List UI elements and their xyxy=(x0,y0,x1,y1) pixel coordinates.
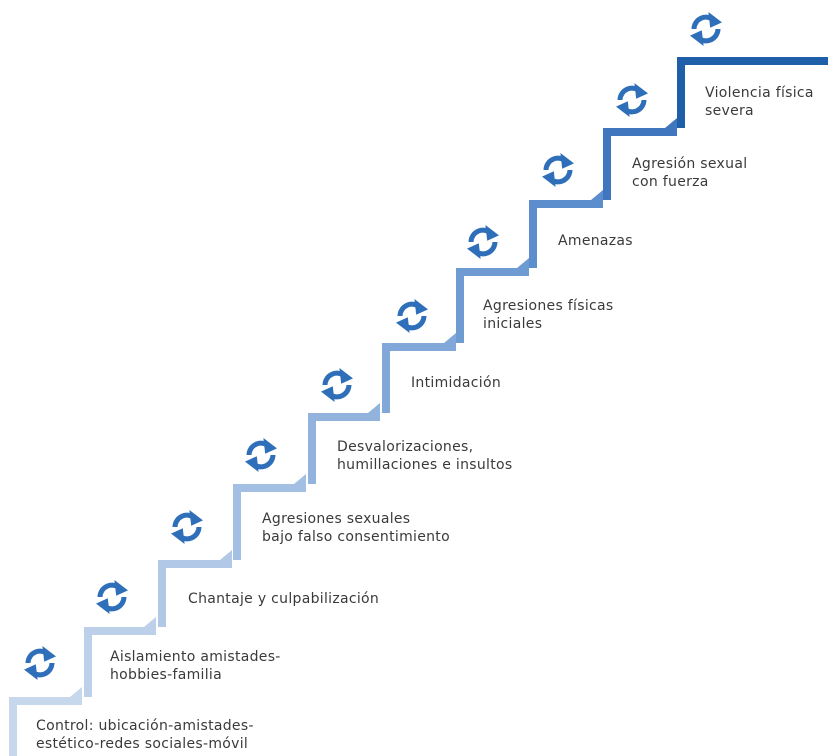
stair-step-7 xyxy=(456,258,529,343)
stair-step-8 xyxy=(529,190,603,268)
step-label-10: Violencia física severa xyxy=(705,85,814,119)
stair-riser xyxy=(84,627,92,697)
step-label-5: Desvalorizaciones, humillaciones e insul… xyxy=(337,439,513,473)
cycle-arrows-icon xyxy=(542,153,574,187)
stair-notch xyxy=(517,258,529,268)
step-label-9: Agresión sexual con fuerza xyxy=(632,156,748,190)
cycle-arrows-icon xyxy=(467,225,499,259)
stair-tread xyxy=(456,268,529,276)
cycle-arrows-icon xyxy=(24,646,56,680)
cycle-arrows-icon xyxy=(616,83,648,117)
stair-notch xyxy=(444,333,456,343)
stair-riser xyxy=(9,697,17,756)
stair-step-4 xyxy=(233,474,306,560)
stair-tread xyxy=(233,484,306,492)
cycle-arrows-icon xyxy=(690,12,722,46)
cycle-arrows-icon xyxy=(96,580,128,614)
stair-tread xyxy=(382,343,456,351)
step-label-8: Amenazas xyxy=(558,233,633,249)
stair-notch xyxy=(591,190,603,200)
stair-tread xyxy=(603,128,677,136)
stair-riser xyxy=(456,268,464,343)
stair-tread xyxy=(84,627,156,635)
stair-tread xyxy=(529,200,603,208)
stair-step-9 xyxy=(603,118,677,200)
step-label-1: Control: ubicación-amistades- estético-r… xyxy=(36,718,254,752)
stair-riser xyxy=(233,484,241,560)
stair-riser xyxy=(158,560,166,627)
stair-riser xyxy=(603,128,611,200)
stair-step-5 xyxy=(308,403,380,484)
step-label-6: Intimidación xyxy=(411,375,501,391)
stair-notch xyxy=(665,118,677,128)
stair-tread xyxy=(9,697,82,705)
stair-notch xyxy=(294,474,306,484)
stair-notch xyxy=(368,403,380,413)
stair-tread xyxy=(677,57,828,65)
stair-notch xyxy=(220,550,232,560)
cycle-arrows-icon xyxy=(396,299,428,333)
stair-notch xyxy=(70,687,82,697)
stair-riser xyxy=(308,413,316,484)
stair-step-1 xyxy=(9,687,82,756)
step-label-2: Aislamiento amistades- hobbies-familia xyxy=(110,649,281,683)
stair-step-2 xyxy=(84,617,156,697)
stair-step-10 xyxy=(677,57,828,128)
stair-step-3 xyxy=(158,550,232,627)
cycle-arrows-icon xyxy=(171,510,203,544)
step-label-3: Chantaje y culpabilización xyxy=(188,591,380,607)
stair-step-6 xyxy=(382,333,456,413)
step-label-4: Agresiones sexuales bajo falso consentim… xyxy=(262,511,450,545)
stair-notch xyxy=(144,617,156,627)
stair-riser xyxy=(382,343,390,413)
stair-riser xyxy=(529,200,537,268)
stair-tread xyxy=(158,560,232,568)
step-label-7: Agresiones físicas iniciales xyxy=(483,298,614,332)
cycle-arrows-icon xyxy=(321,368,353,402)
stair-riser xyxy=(677,57,685,128)
stair-tread xyxy=(308,413,380,421)
cycle-arrows-icon xyxy=(245,438,277,472)
